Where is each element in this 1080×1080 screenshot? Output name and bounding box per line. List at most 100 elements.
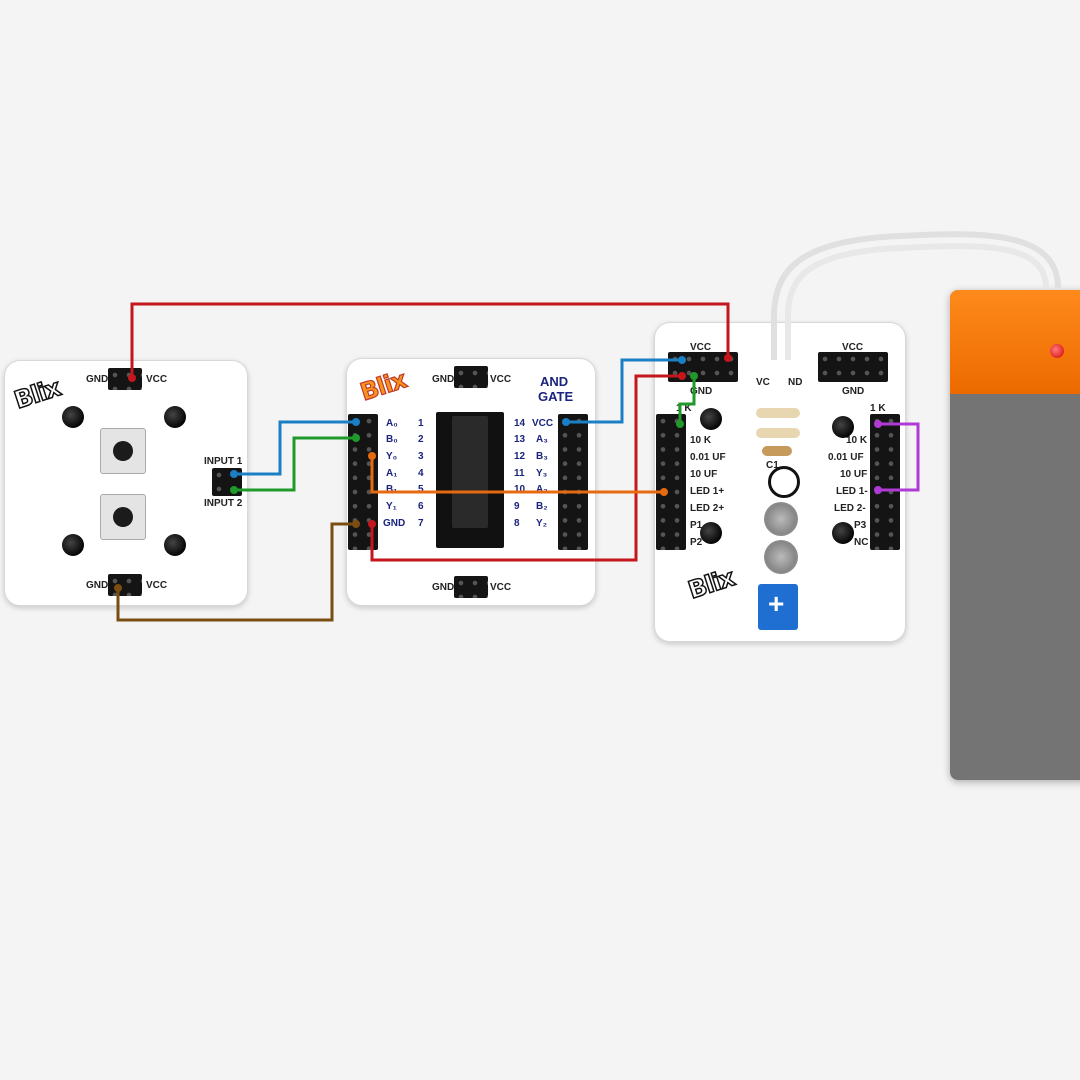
battery-pack — [950, 290, 1080, 780]
led-right-label-5: LED 1- — [836, 486, 868, 497]
led-vcc-left-label: VCC — [690, 342, 712, 353]
mount-hole — [62, 406, 84, 428]
battery-cap — [950, 290, 1080, 394]
and-pin-num-10: 10 — [514, 484, 526, 495]
led-left-label-3: 0.01 UF — [690, 452, 726, 463]
input1-label: INPUT 1 — [204, 456, 243, 467]
and-pin-right-7: Y₂ — [536, 518, 548, 529]
led-right-label-3: 0.01 UF — [828, 452, 864, 463]
led-left-label-7: P1 — [690, 520, 703, 531]
green-input2-wire — [234, 436, 356, 492]
and-pin-num-8: 8 — [514, 518, 520, 529]
red-vcc-wire — [130, 302, 730, 378]
blue-vcc-wire — [566, 358, 682, 424]
led-right-label-8: NC — [854, 537, 869, 548]
and-top-power-header[interactable] — [454, 366, 488, 388]
led-left-label-4: 10 UF — [690, 469, 718, 480]
and-pin-left-1: A₀ — [386, 418, 398, 429]
mount-hole — [700, 522, 722, 544]
battery-lead-wire — [785, 243, 1049, 360]
and-pin-num-1: 1 — [418, 418, 424, 429]
led-gnd-right-label: GND — [842, 386, 865, 397]
mount-hole — [700, 408, 722, 430]
and-pin-num-2: 2 — [418, 434, 424, 445]
orange-output-wire — [370, 456, 664, 494]
brown-gnd-wire — [116, 522, 356, 622]
mount-hole — [164, 406, 186, 428]
and-right-header[interactable] — [558, 414, 588, 550]
and-pin-right-6: B₂ — [536, 501, 548, 512]
led-right-label-1: 1 K — [870, 403, 886, 414]
led-right-power-header[interactable] — [818, 352, 888, 382]
led-left-label-1: 1 K — [676, 403, 692, 414]
input2-label: INPUT 2 — [204, 498, 243, 509]
and-title-line1: AND — [540, 374, 569, 389]
and-pin-num-6: 6 — [418, 501, 424, 512]
led-gnd-left-label: GND — [690, 386, 713, 397]
led-vcc-right-label: VCC — [842, 342, 864, 353]
led-right-label-2: 10 K — [846, 435, 868, 446]
led-right-header[interactable] — [870, 414, 900, 550]
and-pin-num-9: 9 — [514, 501, 520, 512]
and-pin-left-6: Y₁ — [386, 501, 397, 512]
input-top-vcc-label: VCC — [146, 374, 168, 385]
potentiometer[interactable] — [758, 584, 798, 630]
and-gate-ic-chip — [452, 416, 488, 528]
and-bottom-power-header[interactable] — [454, 576, 488, 598]
and-bottom-gnd-label: GND — [432, 582, 455, 593]
green-1k-wire — [678, 376, 696, 424]
red-gnd-wire — [370, 374, 682, 562]
battery-power-led — [1050, 344, 1064, 358]
and-pin-num-4: 4 — [418, 468, 424, 479]
and-bottom-vcc-label: VCC — [490, 582, 512, 593]
and-pin-num-3: 3 — [418, 451, 424, 462]
led-right-label-6: LED 2- — [834, 503, 866, 514]
mount-hole — [62, 534, 84, 556]
and-pin-right-4: Y₃ — [536, 468, 548, 479]
mount-hole — [832, 522, 854, 544]
c1-label: C1 — [766, 460, 779, 471]
led-2 — [764, 540, 798, 574]
led-vc-label: VC — [756, 377, 770, 388]
led-left-label-6: LED 2+ — [690, 503, 725, 514]
input-bottom-gnd-label: GND — [86, 580, 109, 591]
wire-connection-dots — [114, 354, 882, 592]
and-title-line2: GATE — [538, 389, 574, 404]
and-pin-left-2: B₀ — [386, 434, 398, 445]
input-bottom-vcc-label: VCC — [146, 580, 168, 591]
and-pin-right-2: A₃ — [536, 434, 548, 445]
push-button-2[interactable] — [100, 494, 146, 540]
resistor-1k — [756, 408, 800, 418]
and-pin-left-7: GND — [383, 518, 406, 529]
input-top-gnd-label: GND — [86, 374, 109, 385]
and-pin-num-13: 13 — [514, 434, 526, 445]
and-top-vcc-label: VCC — [490, 374, 512, 385]
led-left-label-2: 10 K — [690, 435, 712, 446]
push-button-1[interactable] — [100, 428, 146, 474]
and-pin-right-3: B₃ — [536, 451, 548, 462]
capacitor-ceramic — [762, 446, 792, 456]
and-pin-left-4: A₁ — [386, 468, 398, 479]
and-pin-num-12: 12 — [514, 451, 526, 462]
and-pin-left-3: Y₀ — [386, 451, 398, 462]
electrolytic-capacitor — [768, 466, 800, 498]
and-pin-right-5: A₂ — [536, 484, 548, 495]
and-top-gnd-label: GND — [432, 374, 455, 385]
and-pin-num-11: 11 — [514, 468, 525, 479]
led-left-label-5: LED 1+ — [690, 486, 725, 497]
and-pin-num-5: 5 — [418, 484, 424, 495]
purple-led-wire — [878, 422, 920, 492]
led-right-label-7: P3 — [854, 520, 867, 531]
led-left-label-8: P2 — [690, 537, 703, 548]
led-right-label-4: 10 UF — [840, 469, 868, 480]
led-nd-label: ND — [788, 377, 803, 388]
led-left-header[interactable] — [656, 414, 686, 550]
battery-lead-wire — [771, 231, 1061, 360]
and-pin-num-7: 7 — [418, 518, 424, 529]
led-1 — [764, 502, 798, 536]
blue-input1-wire — [234, 420, 356, 476]
input-board — [4, 360, 248, 606]
mount-hole — [164, 534, 186, 556]
